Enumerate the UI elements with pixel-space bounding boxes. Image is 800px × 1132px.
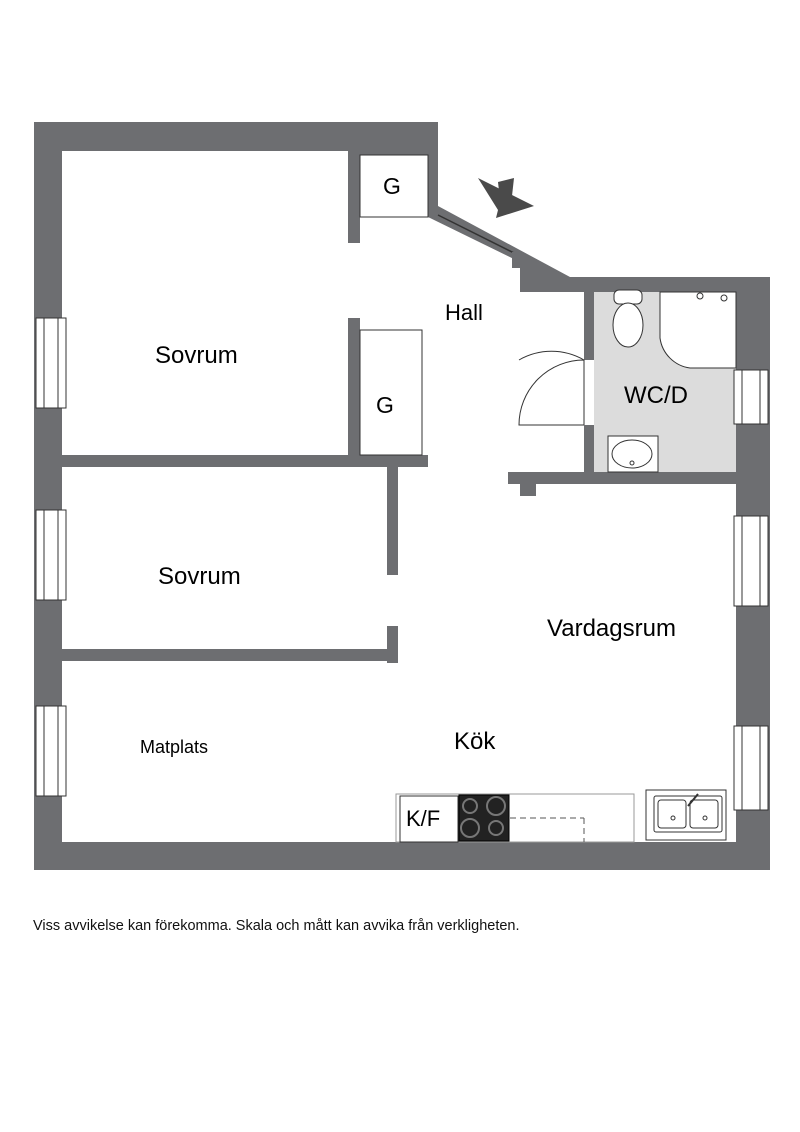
disclaimer-text: Viss avvikelse kan förekomma. Skala och …: [33, 918, 520, 934]
window-icon: [35, 317, 769, 811]
room-label-bathroom: WC/D: [624, 382, 688, 409]
shower-icon: [659, 291, 737, 369]
entrance-door: [437, 214, 522, 268]
interior-walls: [62, 151, 736, 663]
washbasin-icon: [607, 435, 659, 473]
room-label-wardrobe-1: G: [383, 173, 401, 199]
toilet-icon: [612, 289, 644, 348]
room-label-living-room: Vardagsrum: [547, 615, 676, 642]
floor-plan: Sovrum G Hall G WC/D Sovrum Vardagsrum M…: [34, 122, 770, 870]
room-label-kitchen: Kök: [454, 728, 496, 755]
room-label-hall: Hall: [445, 300, 483, 325]
door-swing-icon: [518, 359, 585, 426]
room-label-fridge-freezer: K/F: [406, 806, 440, 831]
room-label-bedroom-2: Sovrum: [158, 563, 241, 590]
stove-icon: [458, 794, 510, 842]
wardrobe-2-box: [359, 329, 423, 456]
room-label-bedroom-1: Sovrum: [155, 342, 238, 369]
sink-icon: [653, 793, 723, 833]
outer-walls: [34, 122, 770, 870]
room-label-wardrobe-2: G: [376, 392, 394, 418]
wardrobe-1-box: [359, 154, 429, 218]
room-label-dining: Matplats: [140, 737, 208, 757]
